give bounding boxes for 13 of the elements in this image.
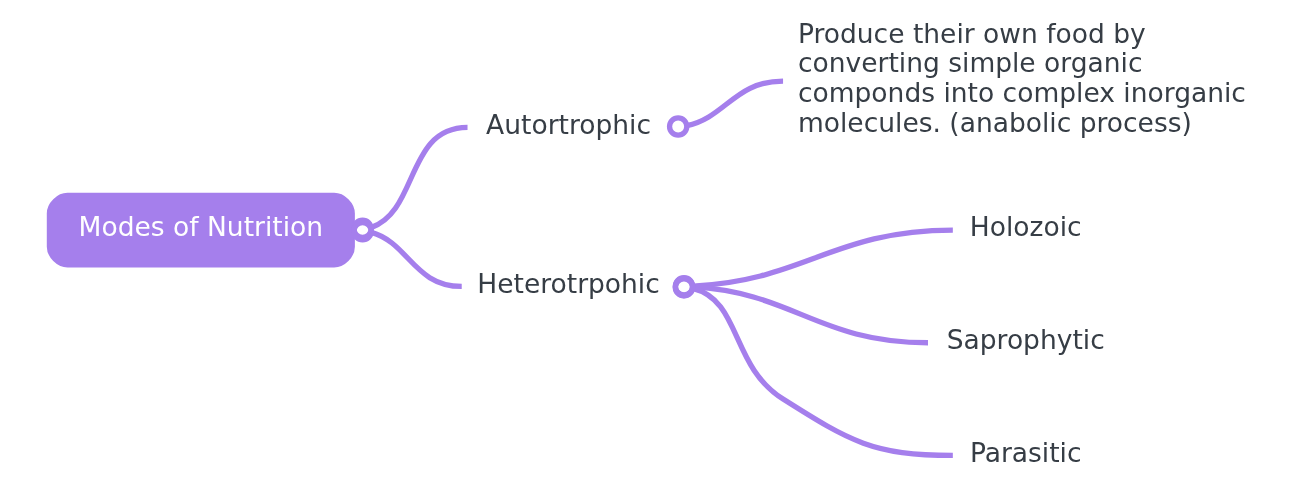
node-text: Saprophytic [946,324,1105,356]
connector [672,276,953,459]
connector [672,275,929,346]
node-text: Holozoic [969,211,1082,243]
node-box: Modes of Nutrition [46,192,355,268]
node-text: Heterotrpohic [477,267,660,299]
connector [672,227,953,298]
node-text: Autortrophic [486,108,651,140]
node-text: Produce their own food by converting simple organic componds into complex inorganic molecules. (anabolic process) [797,17,1246,139]
node-text: Parasitic [969,436,1082,468]
connector [666,78,784,138]
connector [351,219,462,290]
connector [351,124,468,241]
